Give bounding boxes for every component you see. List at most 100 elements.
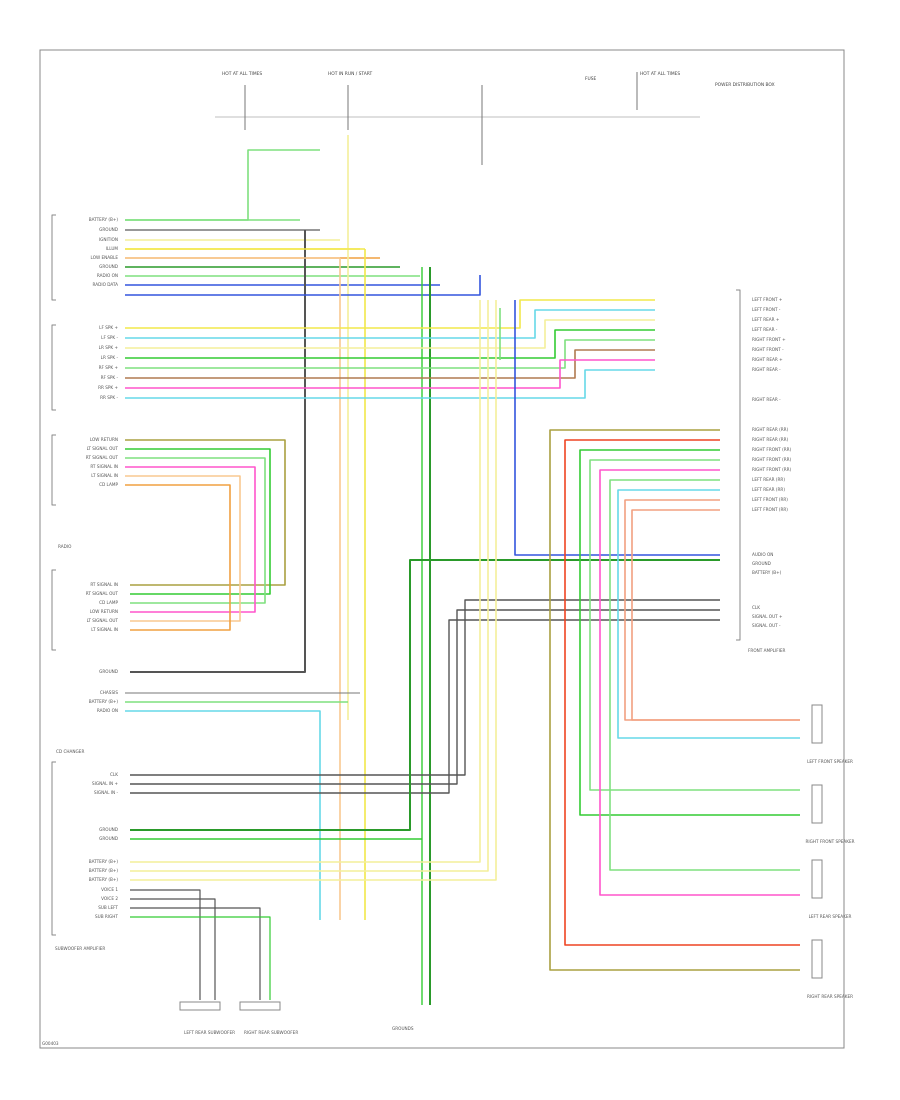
front-amp-in-label-5: RIGHT FRONT -: [752, 347, 784, 352]
sub-pin-label-8: VOICE 1: [101, 887, 118, 892]
front-amp-out-wire-3: [589, 459, 800, 791]
front-amp-power-label-0: AUDIO ON: [752, 552, 773, 557]
cd-power-pin-label-2: BATTERY (B+): [89, 699, 119, 704]
front-amp-out-wire-5: [609, 479, 800, 871]
radio-cd-pin-label-3: RT SIGNAL IN: [90, 464, 118, 469]
radio-spk-wire-7: [125, 369, 655, 399]
sub-batt-wire-0: [130, 300, 481, 863]
top-hot-label-3: HOT AT ALL TIMES: [640, 71, 680, 77]
door-speaker-label-0: LEFT FRONT SPEAKER: [807, 759, 853, 764]
door-speaker-1: [811, 784, 823, 824]
radio-spk-pin-label-0: LF SPK +: [99, 325, 118, 330]
radio-cd-wire-3: [125, 466, 256, 613]
front-amp-out-wire-2: [579, 449, 800, 816]
front-amp-clk-label-2: SIGNAL OUT -: [752, 623, 781, 628]
radio-cd-wire-1: [125, 448, 271, 595]
cd-power-pin-label-3: RADIO ON: [97, 708, 118, 713]
sub-pin-label-3: GROUND: [99, 827, 118, 832]
cd-power-pin-label-1: CHASSIS: [100, 690, 118, 695]
sub-pin-label-6: BATTERY (B+): [89, 868, 119, 873]
radio-spk-wire-1: [125, 309, 655, 339]
radio-pin-label-2: IGNITION: [99, 237, 118, 242]
radio-spk-wire-0: [125, 299, 655, 329]
sub-pin-label-2: SIGNAL IN -: [94, 790, 118, 795]
radio-cd-pin-label-5: CD LAMP: [99, 482, 118, 487]
top-hot-label-1: HOT AT ALL TIMES: [222, 71, 262, 77]
sub-pin-label-10: SUB LEFT: [98, 905, 118, 910]
radio-spk-pin-label-4: RF SPK +: [99, 365, 119, 370]
rr-sub-label: RIGHT REAR SUBWOOFER: [244, 1030, 298, 1035]
radio-spk-pin-label-1: LF SPK -: [101, 335, 118, 340]
sub-batt-wire-1: [130, 300, 489, 872]
sub-voice-wire-2: [130, 898, 216, 1000]
subwoofer-amp-block-label: SUBWOOFER AMPLIFIER: [55, 946, 105, 951]
lr-sub-label: LEFT REAR SUBWOOFER: [184, 1030, 235, 1035]
radio-spk-wire-3: [125, 329, 655, 359]
grounds-label: GROUNDS: [392, 1026, 414, 1031]
sub-signal-wire-0: [130, 599, 720, 776]
radio-pin-label-5: GROUND: [99, 264, 118, 269]
diagram-frame: [39, 49, 845, 1049]
door-speaker-label-1: RIGHT FRONT SPEAKER: [805, 839, 854, 844]
radio-pin-label-4: LOW ENABLE: [91, 255, 119, 260]
cd-radio-on-wire: [125, 710, 321, 920]
wires-layer: [51, 72, 800, 1005]
front-amp-out-label-4: RIGHT FRONT (RR): [752, 467, 792, 472]
sub-pin-label-11: SUB RIGHT: [95, 914, 118, 919]
front-amp-in-label-6: RIGHT REAR +: [752, 357, 783, 362]
radio-pin-label-6: RADIO ON: [97, 273, 118, 278]
front-amp-block-label: FRONT AMPLIFIER: [748, 648, 785, 653]
radio-block-label: RADIO: [58, 544, 72, 549]
cd-pin-label-1: RT SIGNAL OUT: [86, 591, 119, 596]
top-hot-label-2: HOT IN RUN / START: [328, 71, 372, 77]
radio-cd-pin-label-1: LT SIGNAL OUT: [87, 446, 119, 451]
radio-data-wire: [125, 275, 481, 296]
radio-pin-label-1: GROUND: [99, 227, 118, 232]
radio-spk-pin-label-6: RR SPK +: [98, 385, 118, 390]
subwoofer-speaker-1: [239, 1001, 281, 1011]
door-speaker-label-3: RIGHT REAR SPEAKER: [807, 994, 853, 999]
sub-pin-label-4: GROUND: [99, 836, 118, 841]
front-amp-in-label-7: RIGHT REAR -: [752, 367, 781, 372]
radio-cd-wire-5: [125, 484, 231, 631]
front-amp-out-wire-4: [599, 469, 800, 896]
radio-spk-wire-5: [125, 349, 655, 379]
front-amp-out-label-6: LEFT REAR (RR): [752, 487, 785, 492]
front-amp-clk-label-1: SIGNAL OUT +: [752, 614, 783, 619]
radio-spk-pin-label-7: RR SPK -: [100, 395, 118, 400]
cd-pin-label-2: CD LAMP: [99, 600, 118, 605]
front-amp-in-label-8: RIGHT REAR -: [752, 397, 781, 402]
sub-pin-label-0: CLK: [110, 772, 118, 777]
radio-batt-up-wire: [125, 149, 320, 221]
radio-cd-bracket: [51, 434, 56, 506]
radio-spk-pin-label-2: LR SPK +: [99, 345, 119, 350]
front-amp-out-label-8: LEFT FRONT (RR): [752, 507, 788, 512]
front-amp-out-wire-0: [549, 429, 800, 971]
front-amp-out-label-2: RIGHT FRONT (RR): [752, 447, 792, 452]
radio-cd-pin-label-4: LT SIGNAL IN: [91, 473, 118, 478]
radio-cd-wire-0: [125, 439, 286, 586]
front-amp-out-wire-6: [617, 489, 800, 739]
speakers-layer: [179, 704, 823, 1011]
front-amp-in-label-4: RIGHT FRONT +: [752, 337, 786, 342]
footer-code: G00403: [42, 1041, 59, 1046]
front-amp-in-label-0: LEFT FRONT +: [752, 297, 783, 302]
subwoofer-speaker-0: [179, 1001, 221, 1011]
top-dist-label: POWER DISTRIBUTION BOX: [715, 82, 775, 88]
sub-pin-label-1: SIGNAL IN +: [92, 781, 118, 786]
door-speaker-0: [811, 704, 823, 744]
radio-spk-pin-label-3: LR SPK -: [101, 355, 119, 360]
sub-signal-wire-1: [130, 609, 720, 785]
front-amp-out-label-7: LEFT FRONT (RR): [752, 497, 788, 502]
amp-audio-on-wire: [514, 300, 720, 556]
cd-pin-label-4: LT SIGNAL OUT: [87, 618, 119, 623]
radio-cd-wire-2: [125, 457, 266, 604]
top-fuse-label: FUSE: [585, 76, 597, 82]
front-amp-out-label-3: RIGHT FRONT (RR): [752, 457, 792, 462]
sub-batt-wire-2: [130, 300, 497, 881]
radio-spk-pin-label-5: RF SPK -: [101, 375, 119, 380]
sub-left-wire: [130, 907, 261, 1000]
front-amp-out-label-0: RIGHT REAR (RR): [752, 427, 789, 432]
radio-ground-wire: [130, 230, 306, 673]
